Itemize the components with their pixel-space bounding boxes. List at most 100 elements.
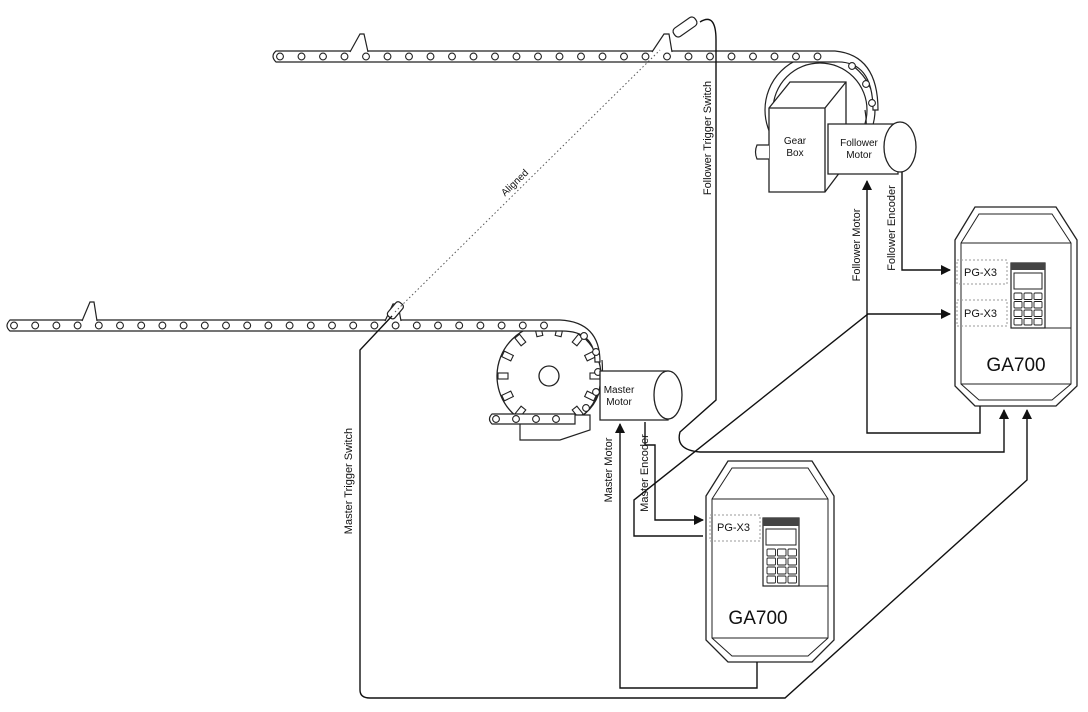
chain-roller [200, 321, 209, 330]
chain-roller [426, 52, 435, 61]
chain-roller [848, 62, 856, 70]
chain-roller [328, 321, 336, 330]
chain-roller [222, 321, 230, 330]
chain-roller [276, 52, 284, 61]
keypad-key [766, 575, 776, 584]
chain-roller [684, 52, 693, 61]
chain-roller [641, 52, 650, 61]
master-motor-wire-label: Master Motor [603, 437, 615, 502]
chain-roller [405, 52, 413, 61]
keypad-key [1033, 309, 1043, 317]
chain-roller [264, 321, 273, 330]
keypad-key [1023, 318, 1033, 326]
chain-roller [862, 80, 870, 88]
chain-roller [10, 321, 18, 330]
chain-roller [555, 52, 564, 61]
chain-roller [383, 52, 392, 61]
keypad-key [777, 566, 787, 575]
keypad-key [1033, 292, 1043, 300]
gear-box: Gear Box [754, 81, 847, 193]
follower-chain [272, 50, 879, 111]
chain-roller [370, 321, 379, 330]
chain-roller [540, 321, 548, 330]
keypad-key [1013, 309, 1023, 317]
master-trigger-switch [386, 301, 404, 320]
keypad-key [777, 575, 787, 584]
keypad-key [766, 566, 776, 575]
master-motor-label-2: Motor [606, 397, 632, 408]
follower-motor-label-2: Motor [846, 150, 872, 161]
sprocket-tooth [501, 350, 515, 362]
wire-master-encoder-to-follower-drive [633, 309, 951, 520]
wire-master-encoder [644, 422, 704, 525]
keypad-key [787, 566, 797, 575]
follower-conveyor [272, 16, 879, 166]
gear-box-label-2: Box [786, 148, 803, 159]
chain-roller [306, 321, 315, 330]
chain-roller [52, 321, 61, 330]
sprocket-tooth [501, 390, 515, 402]
follower-lug-2 [651, 33, 673, 53]
drive-follower-option-top: PG-X3 [964, 267, 997, 279]
chain-roller [534, 52, 542, 61]
master-lug-1 [81, 301, 98, 322]
keypad-key [1013, 292, 1023, 300]
chain-roller [868, 99, 876, 107]
chain-roller [813, 52, 822, 61]
keypad-key [1033, 318, 1043, 326]
master-chain [6, 319, 602, 425]
chain-roller [497, 321, 506, 330]
follower-motor-wire-label: Follower Motor [851, 208, 863, 281]
chain-roller [476, 321, 485, 330]
keypad-key [777, 548, 787, 557]
chain-roller [412, 321, 421, 330]
drive-master-name: GA700 [728, 608, 787, 629]
chain-roller [792, 52, 800, 61]
chain-roller [577, 52, 585, 61]
chain-roller [319, 52, 327, 61]
chain-roller [706, 52, 714, 61]
chain-roller [592, 388, 600, 396]
chain-roller [469, 52, 478, 61]
keypad-key [1023, 292, 1033, 300]
follower-lug-1 [349, 33, 369, 53]
keypad-key [766, 548, 776, 557]
drive-follower-keypad [1010, 262, 1046, 329]
chain-roller [663, 52, 671, 61]
wire-follower-motor [862, 180, 981, 434]
chain-roller [491, 52, 499, 61]
chain-roller [727, 52, 736, 61]
wire-follower-encoder [901, 172, 951, 275]
chain-roller [137, 321, 146, 330]
master-motor-label-1: Master [604, 385, 635, 396]
follower-trigger-switch-label: Follower Trigger Switch [702, 81, 714, 195]
keypad-key [1023, 309, 1033, 317]
chain-roller [434, 321, 442, 330]
chain-roller [582, 404, 590, 412]
chain-roller [448, 52, 456, 61]
keypad-key [787, 557, 797, 566]
drive-master-keypad [762, 517, 800, 587]
gear-box-label-1: Gear [784, 136, 807, 147]
aligned-label: Aligned [499, 168, 531, 199]
drive-master-option: PG-X3 [717, 522, 750, 534]
chain-roller [340, 52, 349, 61]
chain-roller [492, 415, 500, 423]
wire-master-encoder-branch [633, 520, 703, 537]
chain-roller [580, 332, 588, 340]
wire-master-trigger [359, 315, 1032, 699]
ga700-drive-master: PG-X3 GA700 [705, 460, 835, 663]
chain-roller [243, 321, 252, 330]
chain-roller [620, 52, 628, 61]
keypad-key [777, 557, 787, 566]
chain-roller [518, 321, 527, 330]
keypad-key [1013, 318, 1023, 326]
aligned-line [394, 49, 661, 313]
master-trigger-switch-label: Master Trigger Switch [343, 428, 355, 534]
master-motor: Master Motor [599, 370, 683, 421]
chain-roller [512, 52, 521, 61]
follower-trigger-switch [672, 16, 698, 38]
ga700-drive-follower: PG-X3 PG-X3 GA700 [954, 206, 1078, 407]
drive-follower-name: GA700 [986, 355, 1045, 376]
